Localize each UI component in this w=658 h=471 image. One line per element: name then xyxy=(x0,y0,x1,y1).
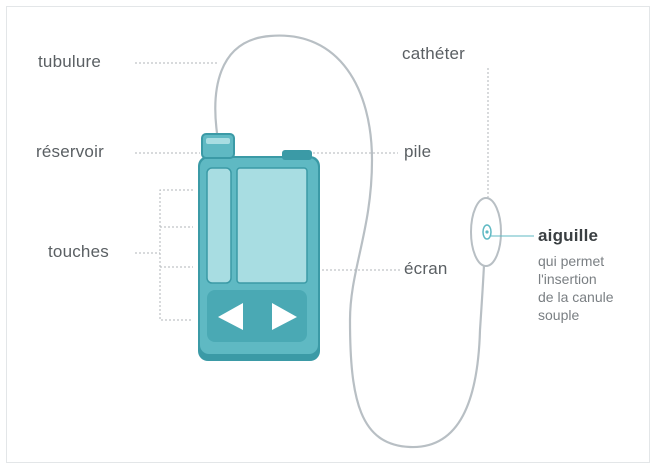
aiguille-description: qui permet l'insertion de la canule soup… xyxy=(538,252,614,324)
label-tubulure: tubulure xyxy=(38,52,101,72)
reservoir-window xyxy=(207,168,231,283)
label-aiguille: aiguille xyxy=(538,226,598,246)
label-pile: pile xyxy=(404,142,431,162)
label-reservoir: réservoir xyxy=(36,142,104,162)
label-touches: touches xyxy=(48,242,109,262)
aiguille-desc-line: l'insertion xyxy=(538,270,614,288)
infusion-site xyxy=(471,198,534,266)
battery-cap xyxy=(282,150,312,160)
insulin-pump xyxy=(198,134,320,361)
aiguille-desc-line: qui permet xyxy=(538,252,614,270)
aiguille-desc-line: souple xyxy=(538,306,614,324)
reservoir-cap xyxy=(202,134,234,158)
label-catheter: cathéter xyxy=(402,44,465,64)
aiguille-desc-line: de la canule xyxy=(538,288,614,306)
label-ecran: écran xyxy=(404,259,448,279)
screen xyxy=(237,168,307,283)
touches-bracket xyxy=(160,190,193,320)
